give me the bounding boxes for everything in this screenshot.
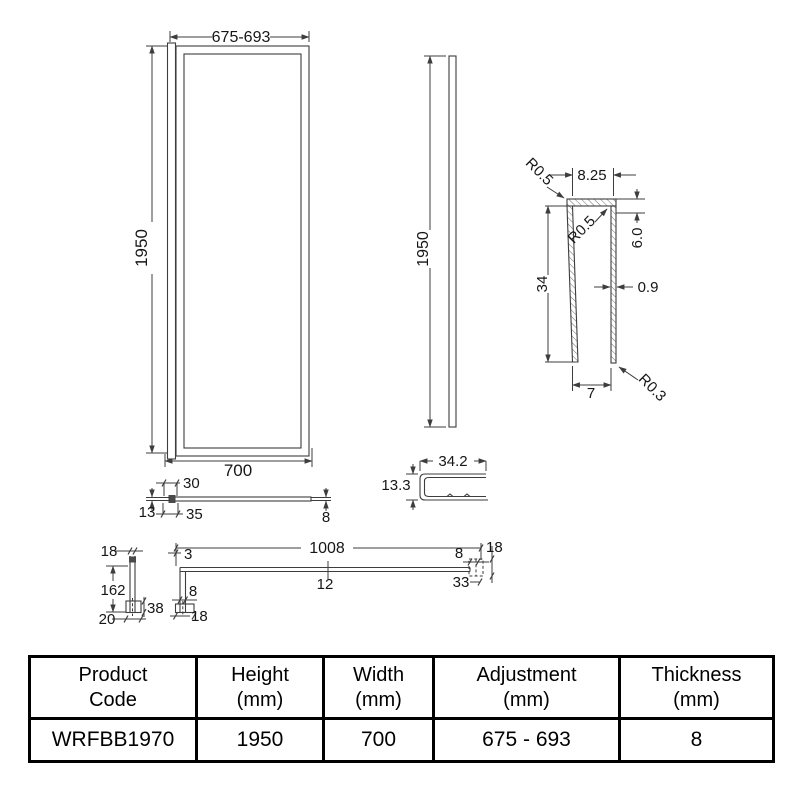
dim-bar-leg-width: 8 [189, 583, 197, 600]
section-left-wall [566, 205, 579, 363]
bar-left-foot [174, 603, 195, 614]
dim-bar-right-inset: 33 [453, 574, 470, 591]
dim-side-height: 1950 [415, 231, 432, 267]
dim-channel-width: 34.2 [438, 453, 467, 470]
col-header-height: Height (mm) [195, 655, 325, 720]
dim-bar-length: 1008 [309, 540, 345, 557]
col-header-product-code: Product Code [28, 655, 198, 720]
seal-strip-end-block [168, 495, 176, 503]
dim-bar-right-offset: 8 [455, 545, 463, 562]
dim-seal-bottom: 35 [186, 506, 203, 523]
col-header-width: Width (mm) [322, 655, 435, 720]
dim-bracket-height: 162 [100, 582, 125, 599]
dim-frame-width: 700 [224, 461, 252, 480]
label-radius-top: R0.5 [522, 155, 556, 189]
side-panel-outline [448, 55, 457, 428]
dim-frame-height: 1950 [132, 229, 151, 267]
header-line: Code [89, 688, 137, 711]
dim-bar-right-height: 18 [486, 539, 503, 556]
cell-width: 700 [322, 717, 435, 763]
header-line: Adjustment [476, 664, 577, 687]
header-line: Thickness [651, 664, 742, 687]
dim-section-wall: 0.9 [638, 279, 659, 296]
technical-drawing: 675-693 1950 700 1950 8.25 R0.5 [99, 29, 670, 628]
bracket-top-cap [129, 556, 136, 563]
frame-inner-outline [183, 53, 302, 449]
front-view: 675-693 1950 700 [132, 29, 313, 480]
dim-bracket-foot-width: 20 [99, 611, 116, 628]
header-line: Product [78, 664, 148, 687]
seal-strip-profile: 30 13 35 8 [139, 475, 331, 526]
dim-channel-height: 13.3 [381, 477, 410, 494]
header-line: (mm) [355, 688, 402, 711]
header-line: Width [352, 664, 405, 687]
header-line: Height [231, 664, 289, 687]
channel-inner-outline [423, 476, 486, 498]
dim-bar-left-offset: 3 [184, 546, 192, 563]
header-line: (mm) [673, 688, 720, 711]
support-bar-assembly: 1008 3 8 18 12 8 [168, 539, 503, 625]
channel-profile: 34.2 13.3 [381, 453, 488, 510]
wall-bracket: 18 162 38 20 [99, 543, 164, 628]
bracket-foot [125, 600, 142, 614]
dim-bracket-foot-height: 38 [147, 600, 164, 617]
dim-section-depth: 6.0 [629, 228, 646, 249]
dim-seal-top: 30 [183, 475, 200, 492]
frame-outer-outline [175, 45, 310, 457]
dim-bar-mid: 12 [317, 576, 334, 593]
dim-section-leg: 34 [534, 276, 551, 293]
wall-profile-strip [166, 42, 177, 460]
header-line: (mm) [236, 688, 284, 711]
col-header-thickness: Thickness (mm) [618, 655, 775, 720]
dim-bar-foot-width: 18 [191, 608, 208, 625]
cell-thickness: 8 [618, 717, 775, 763]
spec-table: Product Code Height (mm) Width (mm) Adju… [28, 655, 775, 763]
dim-bracket-top-width: 18 [101, 543, 118, 560]
spec-table-data-row: WRFBB1970 1950 700 675 - 693 8 [28, 717, 775, 763]
section-top-bar [566, 198, 617, 207]
cell-product-code: WRFBB1970 [28, 717, 198, 763]
section-right-wall [610, 205, 617, 364]
dim-section-bottom: 7 [587, 385, 595, 402]
profile-section: 8.25 R0.5 R0.5 6.0 34 0.9 7 R0.3 [522, 155, 669, 405]
channel-outer-outline [419, 473, 488, 501]
seal-strip-outline [169, 496, 312, 502]
dim-adjustment-width: 675-693 [212, 29, 271, 46]
label-radius-bottom: R0.3 [635, 371, 669, 405]
cell-adjustment: 675 - 693 [432, 717, 621, 763]
cell-height: 1950 [195, 717, 325, 763]
side-view: 1950 [415, 55, 457, 428]
dim-seal-left: 13 [139, 504, 156, 521]
header-line: (mm) [503, 688, 550, 711]
col-header-adjustment: Adjustment (mm) [432, 655, 621, 720]
dim-section-top-width: 8.25 [577, 167, 606, 184]
spec-table-header-row: Product Code Height (mm) Width (mm) Adju… [28, 655, 775, 720]
dim-seal-right: 8 [322, 509, 330, 526]
